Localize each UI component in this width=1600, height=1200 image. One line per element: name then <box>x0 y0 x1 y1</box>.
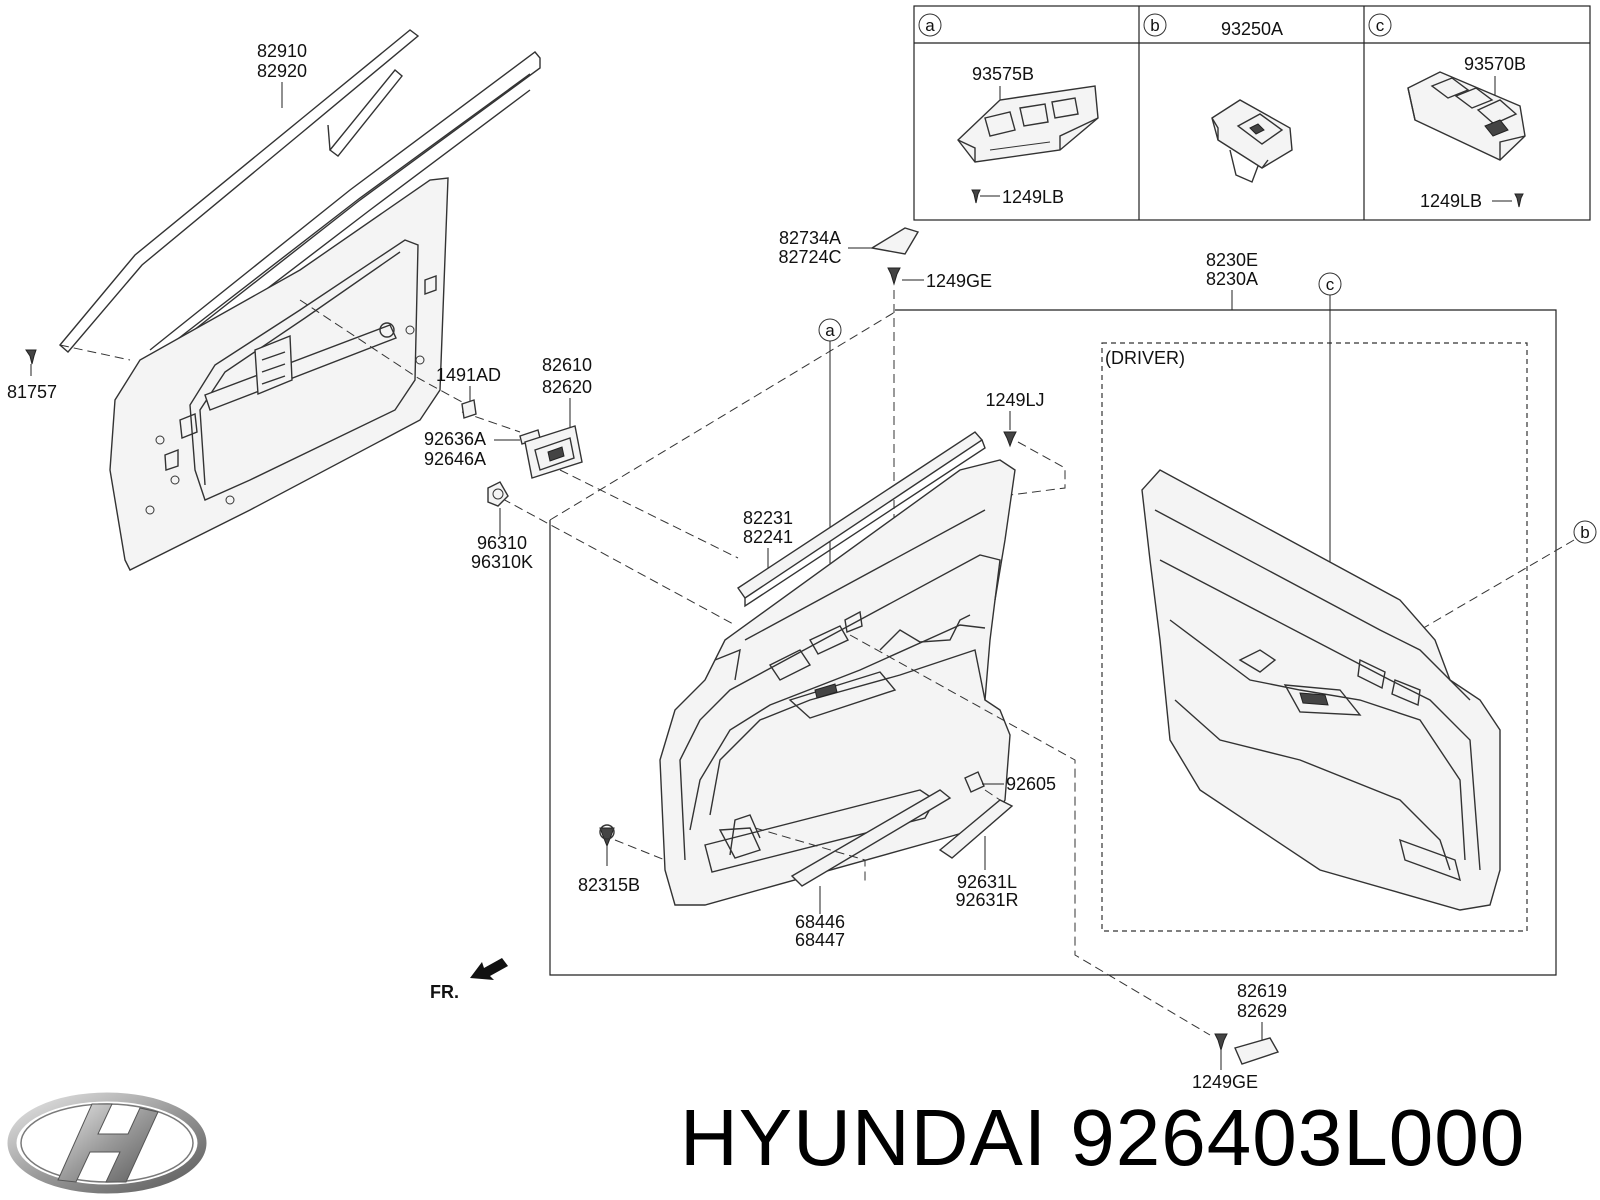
label-92605: 92605 <box>1006 774 1056 794</box>
dash-82619 <box>849 634 1211 1036</box>
label-92631l: 92631L <box>957 872 1017 892</box>
table-screw-1249lb-c: 1249LB <box>1420 191 1482 211</box>
label-96310: 96310 <box>477 533 527 553</box>
label-82910: 82910 <box>257 41 307 61</box>
label-82620: 82620 <box>542 377 592 397</box>
switch-table-border <box>913 5 1591 221</box>
label-82315b: 82315B <box>578 875 640 895</box>
table-part-93575b: 93575B <box>972 64 1034 84</box>
dash-96310 <box>489 491 736 626</box>
dash-92605 <box>984 789 1001 801</box>
hyundai-logo <box>7 1092 207 1194</box>
driver-label: (DRIVER) <box>1105 348 1185 368</box>
lamp-92631-drawing <box>938 799 1014 859</box>
screw-1249lb-a-icon <box>971 189 981 204</box>
door-frame-drawing <box>59 29 541 571</box>
dash-81757 <box>59 344 131 361</box>
door-trim-assembly-box <box>549 309 1557 976</box>
screw-1249lb-c-icon <box>1514 193 1524 208</box>
label-1249ge-top: 1249GE <box>926 271 992 291</box>
label-1249lj: 1249LJ <box>985 390 1044 410</box>
dash-68446 <box>754 827 866 882</box>
window-switch-93570b-drawing <box>1407 71 1526 161</box>
garnish-68446-drawing <box>790 789 952 887</box>
table-marker-b <box>1143 13 1167 37</box>
door-trim-panel-driver-drawing <box>1141 469 1501 911</box>
label-82920: 82920 <box>257 61 307 81</box>
brand-part-title: HYUNDAI 926403L000 <box>680 1098 1580 1178</box>
label-82241: 82241 <box>743 527 793 547</box>
clip-1249lj-icon <box>1003 431 1017 448</box>
label-68447: 68447 <box>795 930 845 950</box>
label-1249ge-bottom: 1249GE <box>1192 1072 1258 1092</box>
dash-92636a <box>461 411 521 433</box>
table-code-93250a: 93250A <box>1221 19 1283 39</box>
tweeter-96310-drawing <box>487 481 509 507</box>
cover-82619-drawing <box>1234 1037 1280 1065</box>
table-marker-c-text: c <box>1376 16 1385 35</box>
callout-c-text: c <box>1326 275 1335 294</box>
table-screw-1249lb-a: 1249LB <box>1002 187 1064 207</box>
label-81757: 81757 <box>7 382 57 402</box>
label-1491ad: 1491AD <box>436 365 501 385</box>
front-indicator-label: FR. <box>430 982 459 1002</box>
inner-handle-82610-drawing <box>524 425 583 479</box>
switch-93250a-drawing <box>1211 99 1293 183</box>
switch-table: a 93575B 1249LB b 93250A <box>913 5 1591 221</box>
clip-82315b-icon <box>599 824 615 848</box>
clip-81757-icon <box>25 349 37 365</box>
label-8230a: 8230A <box>1206 269 1258 289</box>
label-92646a: 92646A <box>424 449 486 469</box>
table-marker-b-text: b <box>1150 16 1159 35</box>
callout-b <box>1573 520 1597 544</box>
dash-82315b <box>614 839 666 861</box>
label-96310k: 96310K <box>471 552 533 572</box>
dash-1249lj <box>1009 441 1066 496</box>
dash-panel-top <box>549 311 896 521</box>
dash-82610 <box>559 469 739 559</box>
plug-1491ad-drawing <box>461 399 477 419</box>
callout-a-text: a <box>825 321 835 340</box>
label-82231: 82231 <box>743 508 793 528</box>
table-marker-a-text: a <box>925 16 935 35</box>
screw-1249ge-bottom-icon <box>1214 1033 1228 1052</box>
table-marker-a <box>918 13 942 37</box>
dash-1491ad <box>299 299 463 403</box>
table-part-93570b: 93570B <box>1464 54 1526 74</box>
label-82734a: 82734A <box>779 228 841 248</box>
label-82610: 82610 <box>542 355 592 375</box>
table-marker-c <box>1368 13 1392 37</box>
screw-1249ge-top-icon <box>887 267 901 286</box>
front-arrow-icon <box>470 958 508 980</box>
label-82724c: 82724C <box>778 247 841 267</box>
brand-name: HYUNDAI <box>680 1093 1048 1182</box>
part-number: 926403L000 <box>1070 1093 1526 1182</box>
trim-cap-82734a-drawing <box>870 227 920 255</box>
weatherstrip-82231-drawing <box>737 431 986 608</box>
driver-variant-box <box>1101 342 1528 932</box>
label-82629: 82629 <box>1237 1001 1287 1021</box>
label-68446: 68446 <box>795 912 845 932</box>
label-82619: 82619 <box>1237 981 1287 1001</box>
label-8230e: 8230E <box>1206 250 1258 270</box>
label-92636a: 92636A <box>424 429 486 449</box>
window-switch-93575b-drawing <box>957 85 1099 163</box>
label-92631r: 92631R <box>955 890 1018 910</box>
lamp-92605-icon <box>964 771 985 793</box>
dash-callout-b <box>1419 539 1575 631</box>
callout-b-text: b <box>1580 523 1589 542</box>
